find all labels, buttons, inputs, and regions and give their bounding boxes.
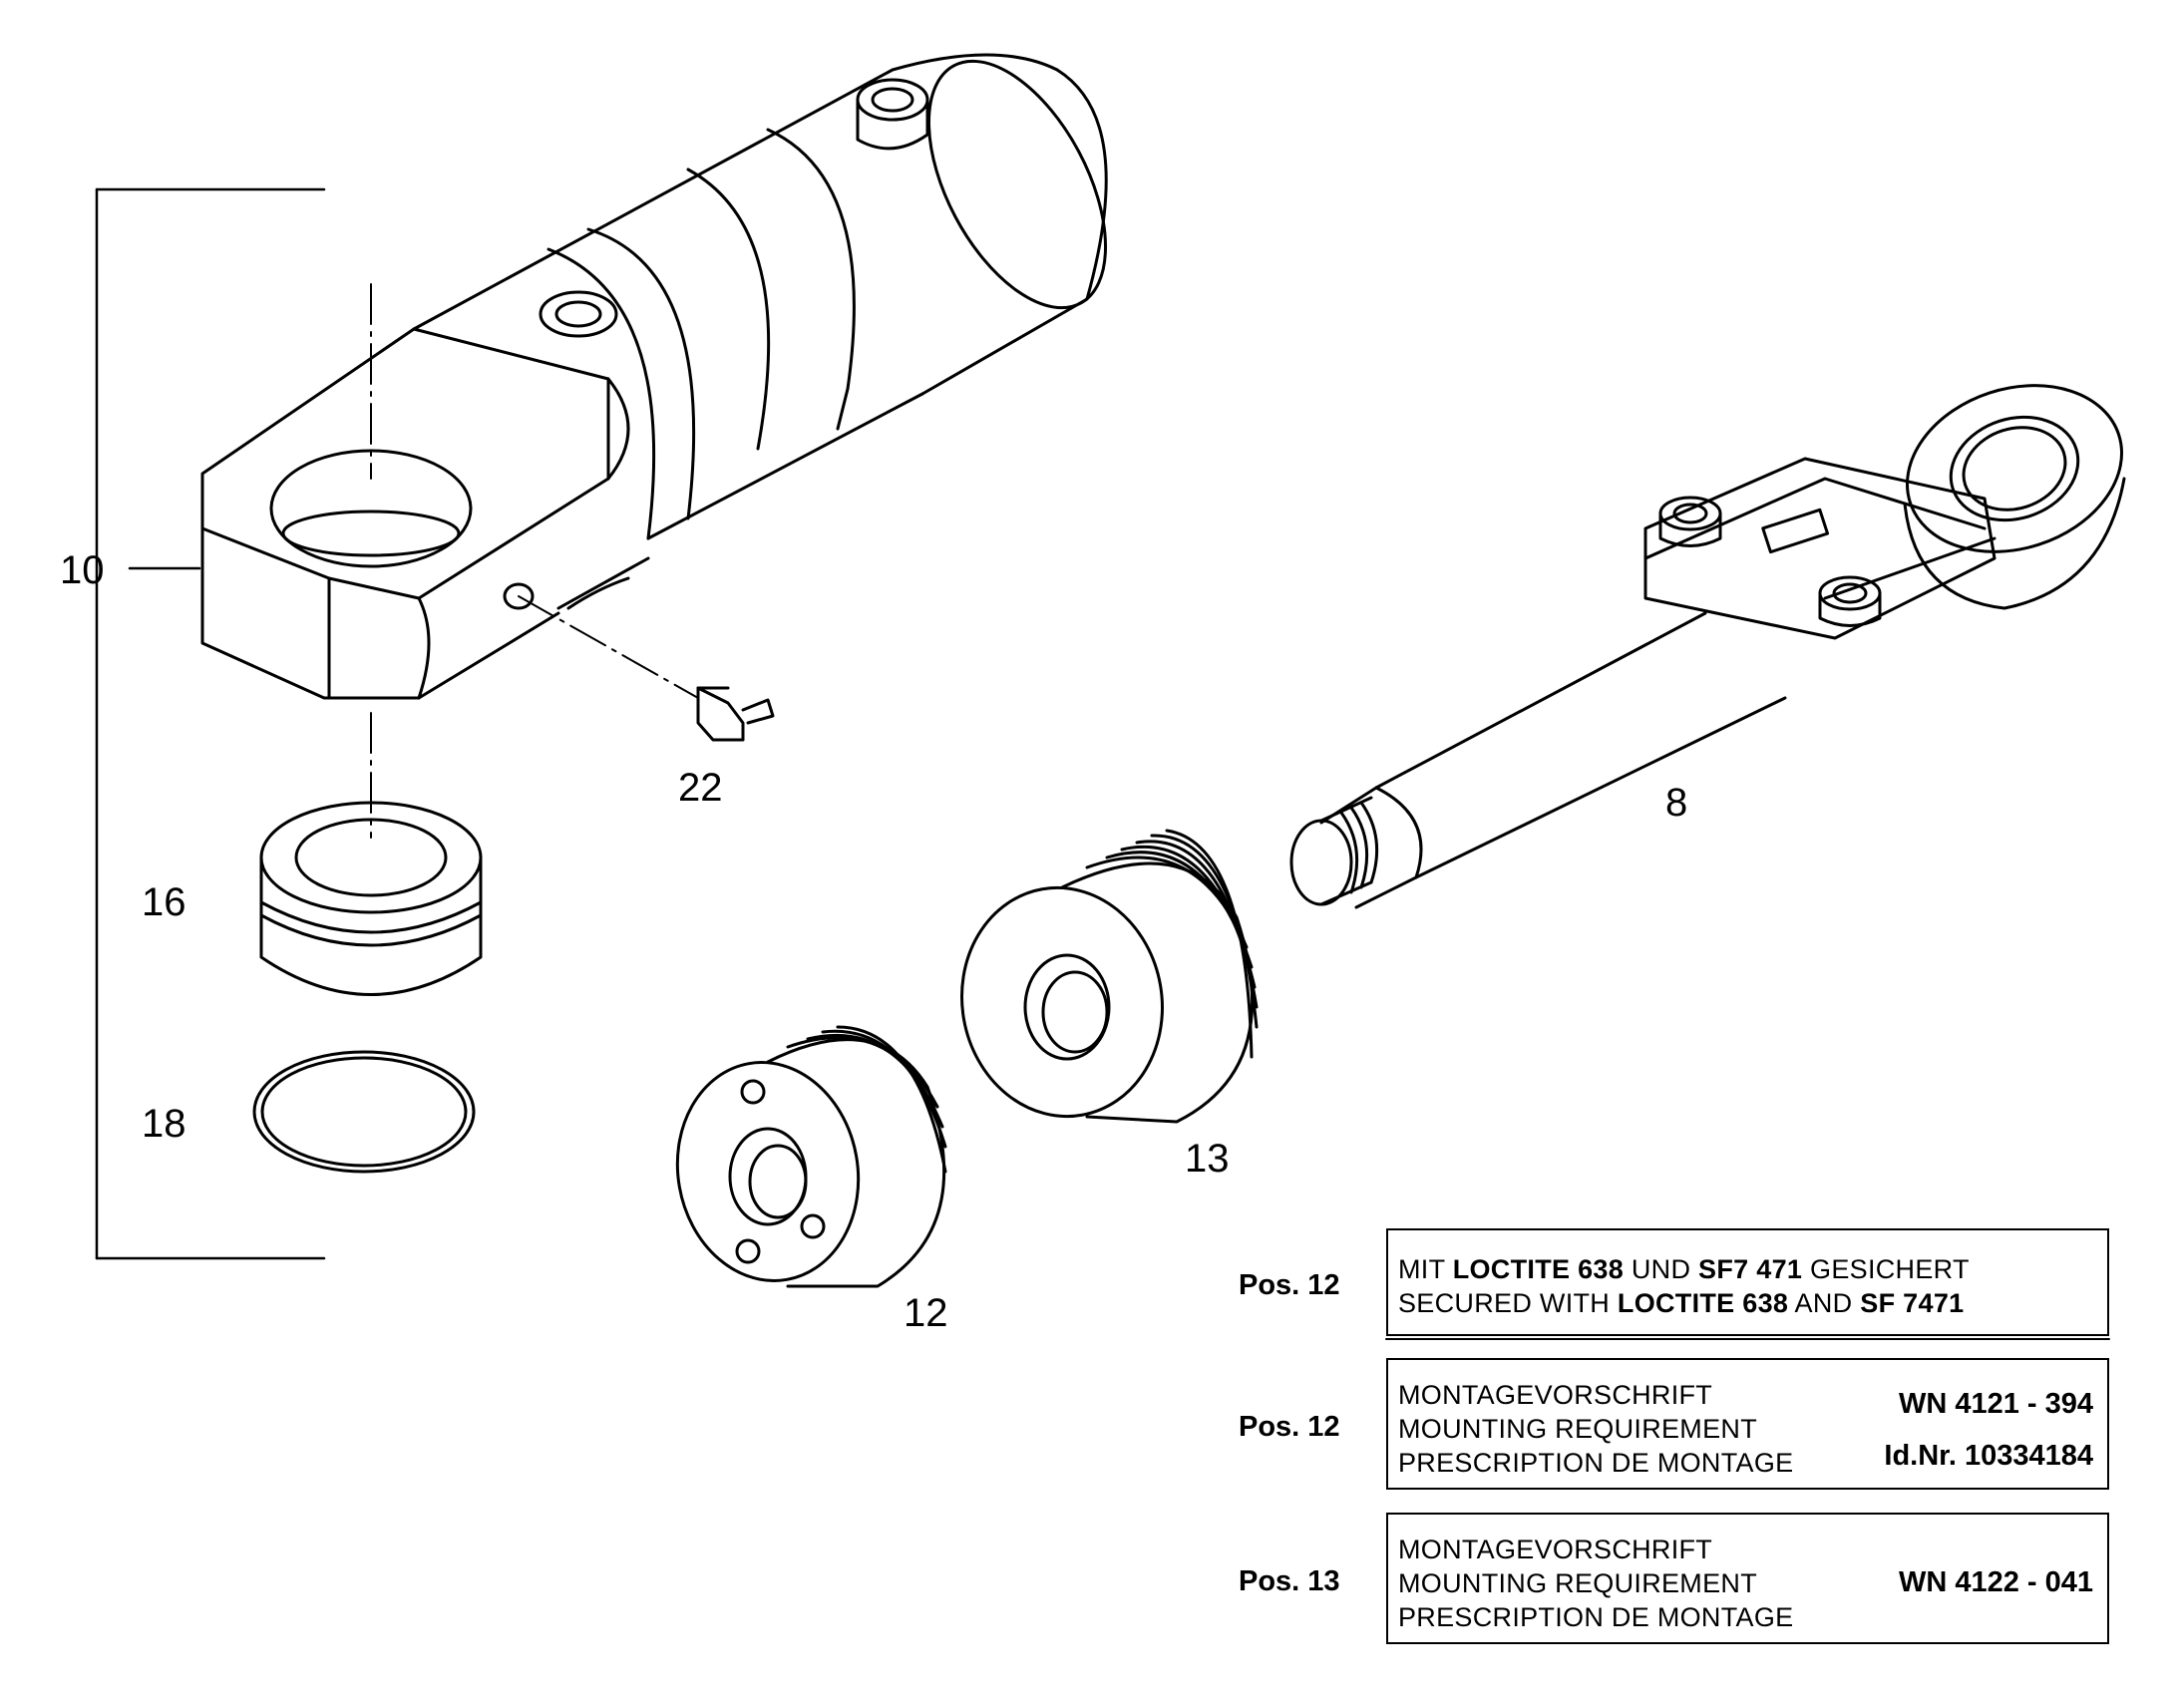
note-3-pos-label: Pos. 13: [1239, 1565, 1340, 1597]
note-1-box: MIT LOCTITE 638 UND SF7 471 GESICHERT SE…: [1386, 1228, 2109, 1336]
note-1-line-2: SECURED WITH LOCTITE 638 AND SF 7471: [1398, 1288, 1965, 1318]
note-3-ref: WN 4122 - 041: [1898, 1566, 2093, 1598]
note-3-line-2: MOUNTING REQUIREMENT: [1398, 1568, 1757, 1598]
bearing-bush: [259, 801, 483, 996]
note-2-line-3: PRESCRIPTION DE MONTAGE: [1398, 1448, 1794, 1478]
note-1-pos-label: Pos. 12: [1239, 1269, 1340, 1301]
assembly-bracket: [95, 187, 326, 1260]
piston: [960, 829, 1259, 1124]
callout-10: 10: [60, 548, 105, 592]
callout-12: 12: [904, 1291, 948, 1335]
callout-22: 22: [678, 766, 723, 810]
note-1-line-1: MIT LOCTITE 638 UND SF7 471 GESICHERT: [1398, 1254, 1970, 1284]
cylinder-body: [200, 53, 1108, 700]
note-2-line-1: MONTAGEVORSCHRIFT: [1398, 1380, 1713, 1410]
note-3-line-3: PRESCRIPTION DE MONTAGE: [1398, 1602, 1794, 1632]
note-3-box: MONTAGEVORSCHRIFT MOUNTING REQUIREMENT P…: [1386, 1513, 2109, 1644]
callout-16: 16: [142, 880, 186, 924]
note-2-box: MONTAGEVORSCHRIFT MOUNTING REQUIREMENT P…: [1386, 1358, 2109, 1490]
note-2-ref: WN 4121 - 394: [1898, 1388, 2093, 1420]
grease-nipple: [696, 686, 775, 742]
callout-8: 8: [1665, 781, 1688, 825]
circlip: [252, 1050, 476, 1174]
note-2-line-2: MOUNTING REQUIREMENT: [1398, 1414, 1757, 1444]
callout-13: 13: [1185, 1137, 1230, 1181]
callout-18: 18: [142, 1102, 186, 1146]
piston-rod: [1289, 384, 2126, 909]
note-2-id-nr: Id.Nr. 10334184: [1884, 1440, 2093, 1472]
piston-nut: [675, 1025, 947, 1288]
centerlines: [370, 283, 699, 839]
note-3-line-1: MONTAGEVORSCHRIFT: [1398, 1535, 1713, 1564]
note-2-pos-label: Pos. 12: [1239, 1411, 1340, 1443]
